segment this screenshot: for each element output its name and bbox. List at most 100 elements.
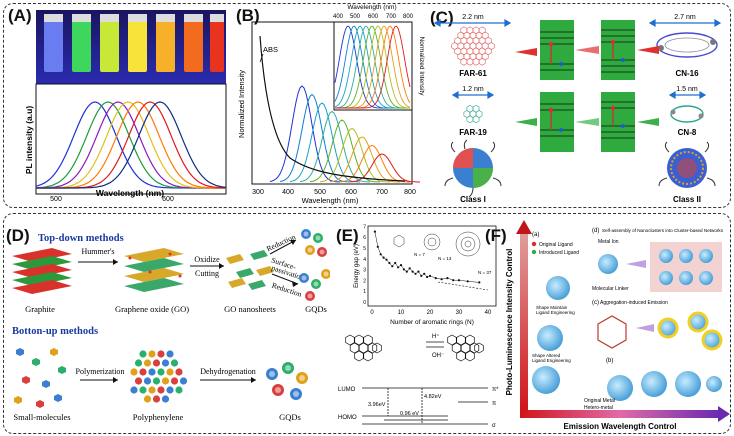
gonano-label: GO nanosheets (224, 304, 276, 314)
cn16-name: CN-16 (675, 69, 699, 78)
cn16-molecule (656, 32, 718, 58)
panel-f-letter: (F) (485, 226, 507, 245)
panel-f-sub-d: (d) (592, 228, 599, 234)
panel-a-spectrum (35, 101, 226, 189)
panel-e-molecule-icons (393, 231, 481, 257)
polyphen-ring (161, 359, 170, 367)
hummer-label: Hummer's (82, 247, 115, 256)
polyphen-ring (170, 359, 179, 367)
panel-e-ytick: 7 (363, 224, 366, 230)
svg-text:300: 300 (252, 189, 264, 196)
panel-e-ytick: 3 (363, 268, 366, 274)
far61-size: 2.2 nm (462, 14, 484, 21)
class1-particle (444, 139, 502, 198)
small-molecule (50, 348, 58, 356)
svg-text:800: 800 (403, 14, 414, 20)
panel-e-point (373, 230, 376, 233)
panel-b-inset-curve (335, 25, 411, 109)
molecular-linker-label: Molecular Linker (592, 286, 629, 292)
polyphen-ring (166, 368, 174, 376)
polyphen-ring (157, 386, 165, 394)
energy-box-4 (601, 92, 635, 152)
panel-e-ytick: 5 (363, 246, 366, 252)
polyphen-ring (143, 395, 152, 403)
polyphen-ring (161, 377, 170, 385)
panel-f-ylabel: Photo-Luminescence Intensity Control (505, 249, 514, 396)
panel-b-letter: (B) (236, 6, 260, 25)
oxidize-label: Oxidize (194, 255, 220, 264)
small-molecule (32, 358, 40, 366)
sigma-label: σ (492, 423, 496, 429)
selfassembly-label: Self-assembly of Nanoclusters into Clust… (602, 228, 724, 233)
panel-a-spectrum (35, 101, 226, 189)
svg-text:700: 700 (376, 189, 388, 196)
class2-label: Class II (673, 195, 701, 204)
small-molecule (42, 380, 50, 388)
energy-box-2 (601, 20, 635, 80)
energy-box-1 (540, 20, 574, 80)
small-molecule (58, 366, 66, 374)
emission-arrows (515, 46, 659, 126)
panel-a-spectra (35, 101, 227, 189)
panel-b-inset-curves (334, 25, 411, 109)
small-molecule (22, 376, 30, 384)
far19-molecule (463, 104, 483, 124)
panel-b-top-xticks: 400 500 600 700 800 (333, 14, 414, 20)
panel-b-ylabel-right: Normalized Intensity (418, 37, 425, 97)
panel-a-spectrum (36, 101, 227, 189)
hetero-clusters (607, 371, 722, 401)
panel-f-sub-b: (b) (606, 358, 613, 364)
panel-b-emission-curve (349, 153, 420, 183)
n13-label: N = 13 (438, 256, 452, 261)
panel-b-xlabel: Wavelength (nm) (302, 196, 359, 205)
panel-b-emission-curves (269, 85, 420, 183)
topdown-title: Top-down methods (38, 233, 124, 244)
panel-c: 2.2 nm 2.7 nm 1.2 nm 1.5 nm FAR-61 FAR-1… (433, 14, 722, 204)
panel-f-sub-a: (a) (532, 232, 539, 238)
polyphen-ring (157, 350, 165, 358)
n37-label: N = 37 (478, 270, 492, 275)
far19-size: 1.2 nm (462, 86, 484, 93)
panel-f-xaxis-bar (520, 410, 720, 418)
chem-structures (345, 334, 484, 362)
polyphen-ring (179, 377, 188, 385)
gqds-bottom (266, 362, 308, 400)
polyphenylene (130, 350, 188, 403)
panel-a-spectrum (35, 101, 226, 189)
energy-box-3 (540, 92, 574, 152)
panel-f-sub-c: (c) (592, 300, 599, 306)
panel-b-xticks: 300 400 500 600 700 800 (252, 189, 416, 196)
panel-e-ytick: 0 (363, 300, 366, 306)
nc-ball-1 (546, 276, 570, 300)
panel-b-ylabel: Normalized Intensity (237, 70, 246, 138)
polyphen-ring (148, 368, 156, 376)
legend-introduced: Introduced Ligand (539, 250, 579, 256)
polyphen-ring (166, 386, 174, 394)
cluster-network (650, 242, 722, 292)
panel-e-ytick: 2 (363, 278, 366, 284)
aie-ring (597, 315, 627, 349)
small-molecule (14, 396, 22, 404)
panel-b-abs-curve (259, 35, 406, 182)
polyphen-ring (175, 368, 183, 376)
panel-a-xtick-500: 500 (50, 196, 62, 203)
svg-text:600: 600 (345, 189, 357, 196)
reduction2-label: Reduction (271, 281, 303, 299)
svg-text:800: 800 (404, 189, 416, 196)
graphene-oxide-stack (124, 248, 184, 292)
polyphen-ring (175, 386, 183, 394)
panel-f-xlabel: Emission Wavelength Control (563, 422, 676, 431)
polyphen-ring (143, 377, 152, 385)
polyphen-ring (170, 377, 179, 385)
panel-e-xlabel: Number of aromatic rings (N) (390, 319, 474, 326)
go-label: Graphene oxide (GO) (115, 304, 189, 314)
far61-name: FAR-61 (459, 69, 487, 78)
panel-e-points (373, 230, 489, 291)
polyphen-ring (148, 386, 156, 394)
gqds1-label: GQDs (305, 304, 327, 314)
gqds2-label: GQDs (279, 412, 301, 422)
polyphen-ring (134, 359, 143, 367)
polyphen-ring (134, 377, 143, 385)
